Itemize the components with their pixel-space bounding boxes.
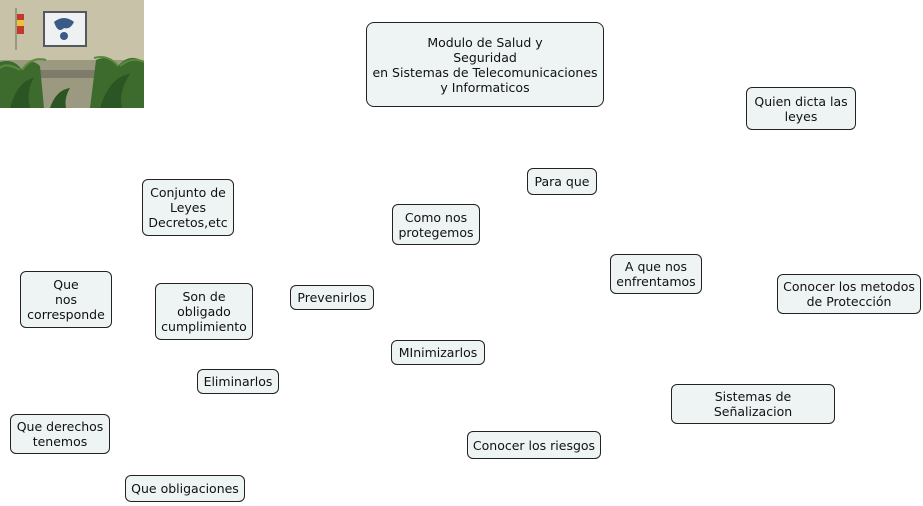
a-que-nos-enfrentamos-node: A que nos enfrentamos [610, 254, 702, 294]
conjunto-leyes-node: Conjunto de Leyes Decretos,etc [142, 179, 234, 236]
conocer-metodos-node: Conocer los metodos de Protección [777, 274, 921, 314]
sistemas-senalizacion-node: Sistemas de Señalizacion [671, 384, 835, 424]
que-nos-corresponde-node: Que nos corresponde [20, 271, 112, 328]
que-derechos-node: Que derechos tenemos [10, 414, 110, 454]
minimizarlos-node: MInimizarlos [391, 340, 485, 365]
quien-dicta-node: Quien dicta las leyes [746, 87, 856, 130]
como-nos-protegemos-node: Como nos protegemos [392, 204, 480, 245]
para-que-node: Para que [527, 168, 597, 195]
prevenirlos-node: Prevenirlos [290, 285, 374, 310]
eliminarlos-node: Eliminarlos [197, 369, 279, 394]
son-de-obligado-node: Son de obligado cumplimiento [155, 283, 253, 340]
conocer-riesgos-node: Conocer los riesgos [467, 431, 601, 459]
que-obligaciones-node: Que obligaciones [125, 475, 245, 502]
main-topic-node: Modulo de Salud y Seguridad en Sistemas … [366, 22, 604, 107]
building-photo [0, 0, 144, 108]
